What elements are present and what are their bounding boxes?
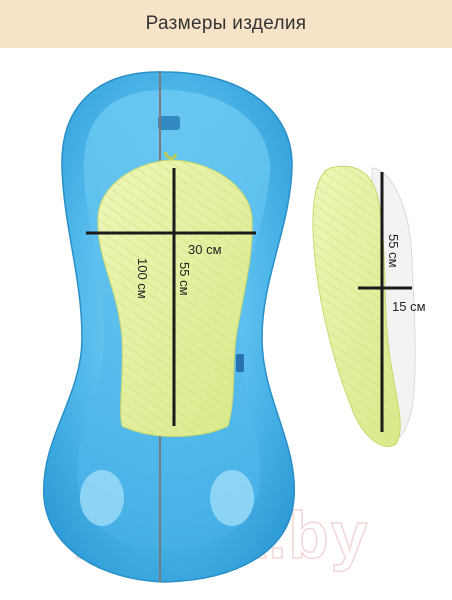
header-bar: Размеры изделия (0, 0, 452, 48)
seat-side-view (312, 165, 416, 447)
side-depth-label: 15 см (392, 299, 426, 314)
page-title: Размеры изделия (145, 13, 307, 34)
seat-width-label: 30 см (188, 242, 222, 257)
seat-length-label: 55 см (177, 262, 192, 296)
dimension-diagram: 21vek.by 30 см 100 см 55 см (43, 71, 426, 583)
side-length-label: 55 см (386, 234, 401, 268)
tub-length-label: 100 см (135, 258, 150, 299)
product-figure: 21vek.by 30 см 100 см 55 см (0, 48, 452, 600)
